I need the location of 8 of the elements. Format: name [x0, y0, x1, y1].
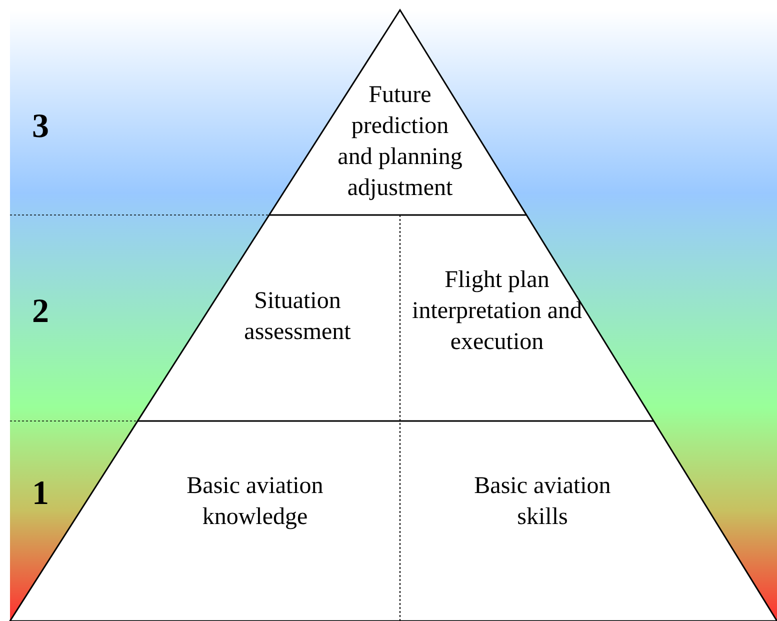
- pyramid-level-text: Future prediction and planning adjustment: [333, 80, 467, 204]
- pyramid-level-text: Situation assessment: [210, 286, 385, 348]
- level-number: 1: [32, 475, 49, 513]
- pyramid-level-text: Flight plan interpretation and execution: [412, 265, 582, 358]
- pyramid-level-text: Basic aviation knowledge: [160, 471, 350, 533]
- level-number: 2: [32, 293, 49, 331]
- pyramid-level-text: Basic aviation skills: [460, 471, 625, 533]
- level-number: 3: [32, 108, 49, 146]
